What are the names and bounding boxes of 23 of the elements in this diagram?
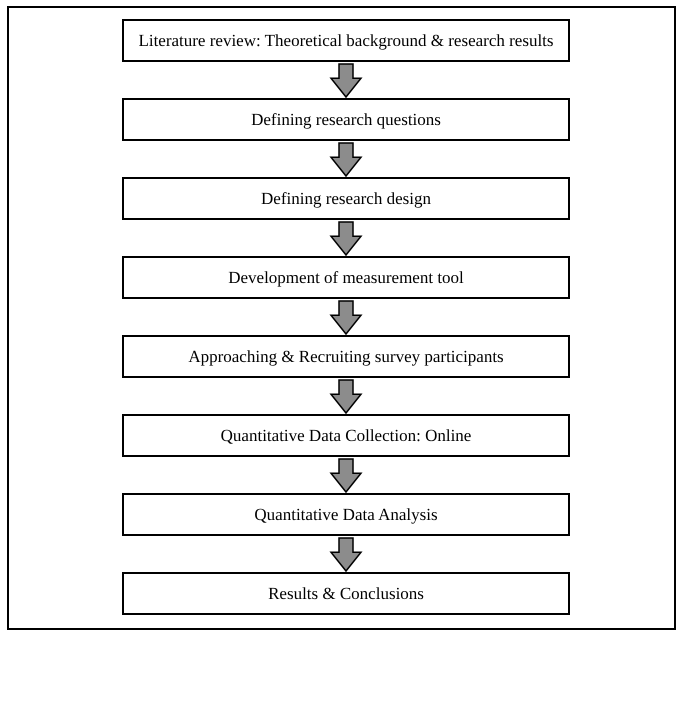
process-box	[122, 98, 570, 141]
process-box	[122, 572, 570, 615]
block-arrow	[329, 300, 363, 336]
step-text: Quantitative Data Analysis	[254, 504, 438, 526]
block-arrow	[329, 537, 363, 572]
step-text: Quantitative Data Collection: Online	[220, 424, 472, 446]
block-arrow	[329, 142, 363, 178]
process-box	[122, 493, 570, 536]
block-arrow	[329, 63, 363, 98]
block-arrow	[329, 458, 363, 494]
process-box	[122, 177, 570, 220]
step-text: Development of measurement tool	[228, 266, 464, 288]
block-arrow	[329, 379, 363, 414]
process-box	[122, 335, 570, 378]
step-text: Defining research questions	[251, 108, 441, 130]
block-arrow	[329, 221, 363, 256]
step-text: Literature review: Theoretical background & research results	[138, 30, 554, 52]
step-text: Approaching & Recruiting survey participants	[188, 346, 504, 368]
process-box	[122, 19, 570, 62]
step-text: Defining research design	[261, 188, 431, 210]
process-box	[122, 414, 570, 457]
step-text: Results & Conclusions	[268, 582, 424, 604]
process-box	[122, 256, 570, 299]
